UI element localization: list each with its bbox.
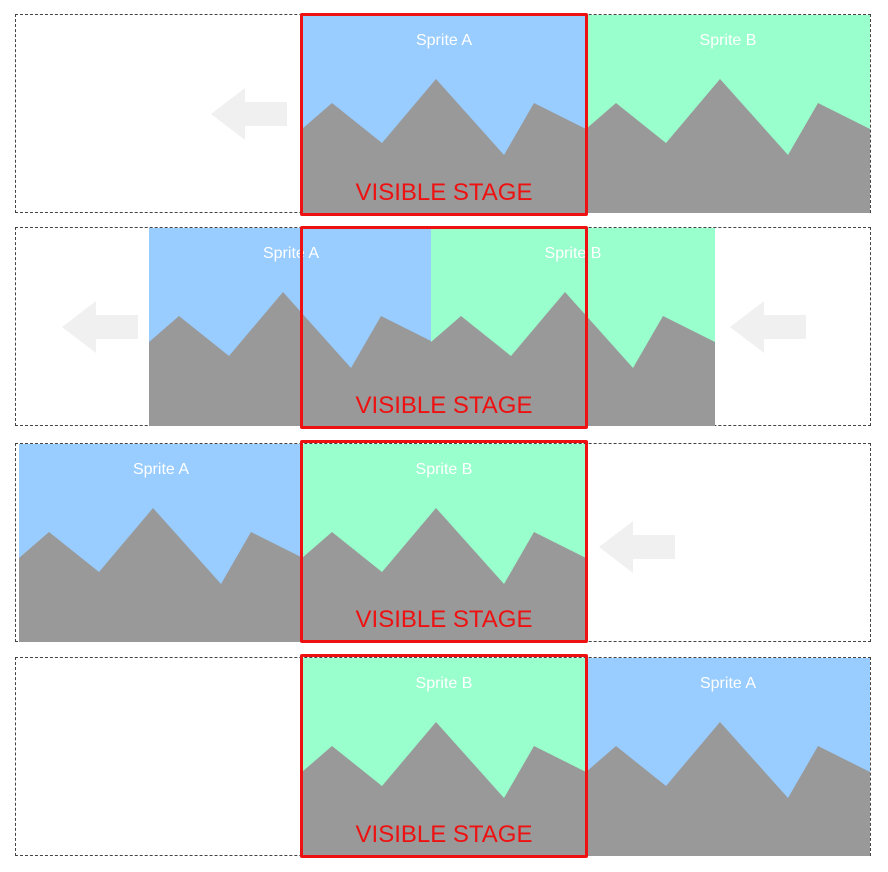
sprite-a: Sprite A [302, 15, 586, 213]
sprite-a-label: Sprite A [415, 32, 473, 49]
sprite-b-label: Sprite B [415, 675, 473, 692]
visible-stage-label: VISIBLE STAGE [355, 392, 533, 419]
sprite-b-label: Sprite B [415, 461, 473, 478]
visible-stage-label: VISIBLE STAGE [355, 821, 533, 848]
visible-stage-label: VISIBLE STAGE [355, 606, 533, 633]
sprite-a: Sprite A [586, 658, 870, 856]
sprite-b-label: Sprite B [699, 32, 757, 49]
sprite-b: Sprite B [431, 228, 715, 426]
visible-stage: VISIBLE STAGE [300, 13, 588, 216]
visible-stage-label: VISIBLE STAGE [355, 179, 533, 206]
arrow-left-icon [730, 301, 806, 353]
sprite-a: Sprite A [149, 228, 433, 426]
sprite-a-label: Sprite A [132, 461, 190, 478]
sprite-a-label: Sprite A [699, 675, 757, 692]
sprite-b: Sprite B [302, 658, 586, 856]
sprite-a-label: Sprite A [262, 245, 320, 262]
sprite-b: Sprite B [586, 15, 870, 213]
visible-stage: VISIBLE STAGE [300, 440, 588, 643]
visible-stage: VISIBLE STAGE [300, 226, 588, 429]
arrow-left-icon [62, 301, 138, 353]
arrow-left-icon [211, 88, 287, 140]
sprite-b: Sprite B [302, 444, 586, 642]
sprite-a: Sprite A [19, 444, 303, 642]
arrow-left-icon [599, 521, 675, 573]
visible-stage: VISIBLE STAGE [300, 654, 588, 858]
